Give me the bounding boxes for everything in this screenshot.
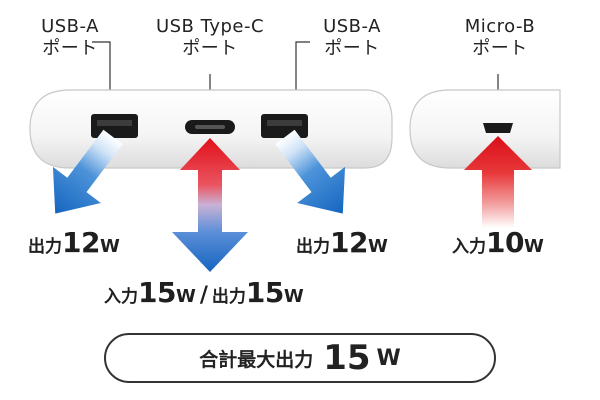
usb-a-left-output-prefix: 出力 — [28, 237, 62, 257]
micro-b-label: Micro-B ポート — [445, 16, 555, 60]
usb-a-right-output-unit: W — [367, 236, 388, 257]
usb-c-port — [185, 120, 235, 134]
usb-a-left-output-label: 出力12W — [28, 226, 120, 259]
usb-c-output-unit: W — [283, 286, 304, 307]
usb-c-bidirectional-arrow — [172, 138, 248, 272]
usb-a-left-output-arrow — [52, 129, 123, 214]
usb-a-right-output-label: 出力12W — [296, 226, 388, 259]
micro-b-input-value: 10 — [486, 226, 524, 259]
usb-a-left-output-value: 12 — [62, 226, 100, 259]
usb-c-label-line2: ポート — [182, 38, 238, 59]
usb-c-separator: / — [199, 283, 208, 308]
leader-usb-a-right — [295, 41, 310, 112]
usb-a-left-label-line1: USB-A — [41, 16, 99, 37]
micro-b-label-line1: Micro-B — [464, 16, 536, 37]
micro-b-input-arrow — [464, 136, 532, 228]
usb-a-right-label-line1: USB-A — [323, 16, 381, 37]
usb-c-input-unit: W — [175, 286, 196, 307]
total-max-output-box: 合計最大出力 15 W — [104, 333, 496, 383]
usb-a-left-label: USB-A ポート — [22, 16, 118, 60]
usb-a-left-output-unit: W — [99, 236, 120, 257]
micro-b-input-label: 入力10W — [452, 226, 544, 259]
usb-a-left-label-line2: ポート — [42, 38, 98, 59]
total-max-output-unit: W — [376, 345, 401, 371]
usb-a-right-port — [261, 114, 308, 138]
usb-c-output-value: 15 — [245, 276, 284, 309]
usb-c-input-prefix: 入力 — [104, 287, 138, 307]
total-max-output-value: 15 — [323, 338, 371, 378]
micro-b-input-unit: W — [523, 236, 544, 257]
usb-c-label: USB Type-C ポート — [140, 16, 280, 60]
usb-a-right-output-prefix: 出力 — [296, 237, 330, 257]
leader-usb-a-left — [92, 41, 111, 112]
usb-c-label-line1: USB Type-C — [155, 16, 265, 37]
usb-c-output-prefix: 出力 — [211, 287, 246, 307]
micro-b-label-line2: ポート — [472, 38, 528, 59]
micro-b-input-prefix: 入力 — [452, 237, 486, 257]
usb-a-right-output-value: 12 — [330, 226, 368, 259]
micro-b-port — [483, 123, 513, 133]
usb-c-io-label: 入力15W/出力15W — [104, 276, 304, 309]
usb-a-left-port — [91, 114, 138, 138]
usb-a-right-label: USB-A ポート — [304, 16, 400, 60]
total-max-output-label: 合計最大出力 — [199, 348, 314, 371]
usb-c-input-value: 15 — [138, 276, 176, 309]
usb-a-right-label-line2: ポート — [324, 38, 380, 59]
usb-a-right-output-arrow — [275, 129, 346, 214]
